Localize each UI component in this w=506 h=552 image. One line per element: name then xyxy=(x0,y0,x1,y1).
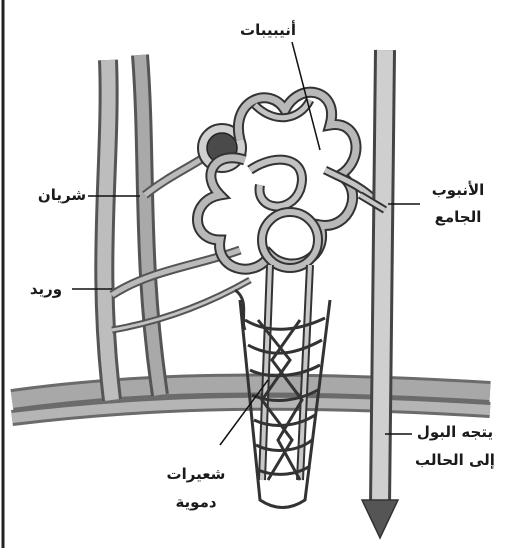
label-urine-line1: يتجه البول xyxy=(406,420,504,444)
label-capillaries-line2: دموية xyxy=(160,490,232,514)
vein-vessel xyxy=(104,60,112,400)
label-collecting-duct-line2: الجامع xyxy=(418,205,498,229)
label-urine-line2: إلى الحالب xyxy=(406,448,504,472)
label-artery: شريان xyxy=(32,183,92,207)
label-vein: وريد xyxy=(18,277,74,301)
label-tubules: أنيبيبات xyxy=(238,18,298,42)
label-collecting-duct-line1: الأنبوب xyxy=(418,178,498,202)
urine-arrow-icon xyxy=(362,500,398,538)
collecting-duct xyxy=(360,50,398,538)
artery-vessel xyxy=(140,55,160,395)
label-capillaries-line1: شعيرات xyxy=(160,462,232,486)
